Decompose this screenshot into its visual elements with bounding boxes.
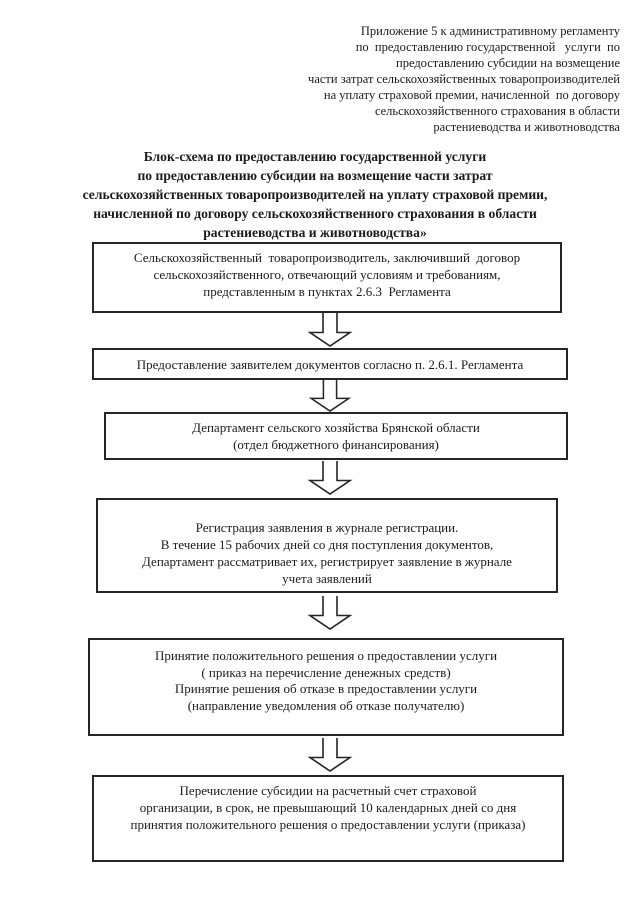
flow-box-decision: Принятие положительного решения о предос…: [88, 638, 564, 736]
appendix-note-line: на уплату страховой премии, начисленной …: [323, 88, 620, 102]
flow-box-line: принятия положительного решения о предос…: [130, 817, 526, 832]
flow-box-line: Принятие решения об отказе в предоставле…: [174, 681, 478, 696]
flow-box-registration: Регистрация заявления в журнале регистра…: [96, 498, 558, 593]
document-title-line: начисленной по договору сельскохозяйстве…: [93, 206, 537, 221]
flow-box-line: Предоставление заявителем документов сог…: [136, 356, 524, 372]
document-title-line: Блок-схема по предоставлению государстве…: [143, 149, 487, 164]
flow-box-line: Регистрация заявления в журнале регистра…: [195, 520, 459, 535]
appendix-note: Приложение 5 к административному регламе…: [220, 23, 620, 135]
flow-box-line: Департамент рассматривает их, регистриру…: [142, 554, 512, 569]
document-title-line: по предоставлению субсидии на возмещение…: [137, 168, 493, 183]
appendix-note-line: предоставлению субсидии на возмещение: [396, 56, 620, 70]
appendix-note-line: растениеводства и животноводства: [433, 120, 620, 134]
flow-box-line: Перечисление субсидии на расчетный счет …: [179, 783, 477, 798]
flow-box-department: Департамент сельского хозяйства Брянской…: [104, 412, 568, 460]
down-arrow-connector-icon: [307, 738, 353, 772]
appendix-note-line: части затрат сельскохозяйственных товаро…: [308, 72, 620, 86]
flow-box-line: (направление уведомления об отказе получ…: [187, 697, 465, 713]
down-arrow-connector-icon: [307, 461, 353, 495]
appendix-note-line: сельскохозяйственного страхования в обла…: [374, 104, 620, 118]
flow-box-line: Департамент сельского хозяйства Брянской…: [192, 420, 480, 435]
appendix-note-line: по предоставлению государственной услуги…: [355, 40, 620, 54]
flow-box-line: В течение 15 рабочих дней со дня поступл…: [160, 537, 494, 552]
flow-box-documents-submission: Предоставление заявителем документов сог…: [92, 348, 568, 380]
flow-box-producer: Сельскохозяйственный товаропроизводитель…: [92, 242, 562, 313]
down-arrow-connector-icon: [308, 380, 352, 412]
flow-box-line: ( приказ на перечисление денежных средст…: [201, 664, 451, 680]
flow-box-line: Принятие положительного решения о предос…: [154, 648, 498, 663]
flow-box-line: представленным в пунктах 2.6.3 Регламент…: [203, 284, 451, 299]
appendix-note-line: Приложение 5 к административному регламе…: [360, 24, 620, 38]
down-arrow-connector-icon: [307, 596, 353, 630]
flow-box-subsidy-transfer: Перечисление субсидии на расчетный счет …: [92, 775, 564, 862]
flow-box-line: сельскохозяйственного, отвечающий услови…: [153, 267, 501, 282]
flow-box-line: (отдел бюджетного финансирования): [233, 437, 439, 452]
flow-box-line: учета заявлений: [282, 571, 372, 586]
document-title-line: сельскохозяйственных товаропроизводителе…: [82, 187, 548, 202]
flow-box-line: организации, в срок, не превышающий 10 к…: [139, 800, 517, 815]
down-arrow-connector-icon: [307, 313, 353, 347]
flow-box-line: Сельскохозяйственный товаропроизводитель…: [133, 250, 521, 265]
document-title: Блок-схема по предоставлению государстве…: [35, 147, 595, 242]
document-title-line: растениеводства и животноводства»: [203, 225, 427, 240]
